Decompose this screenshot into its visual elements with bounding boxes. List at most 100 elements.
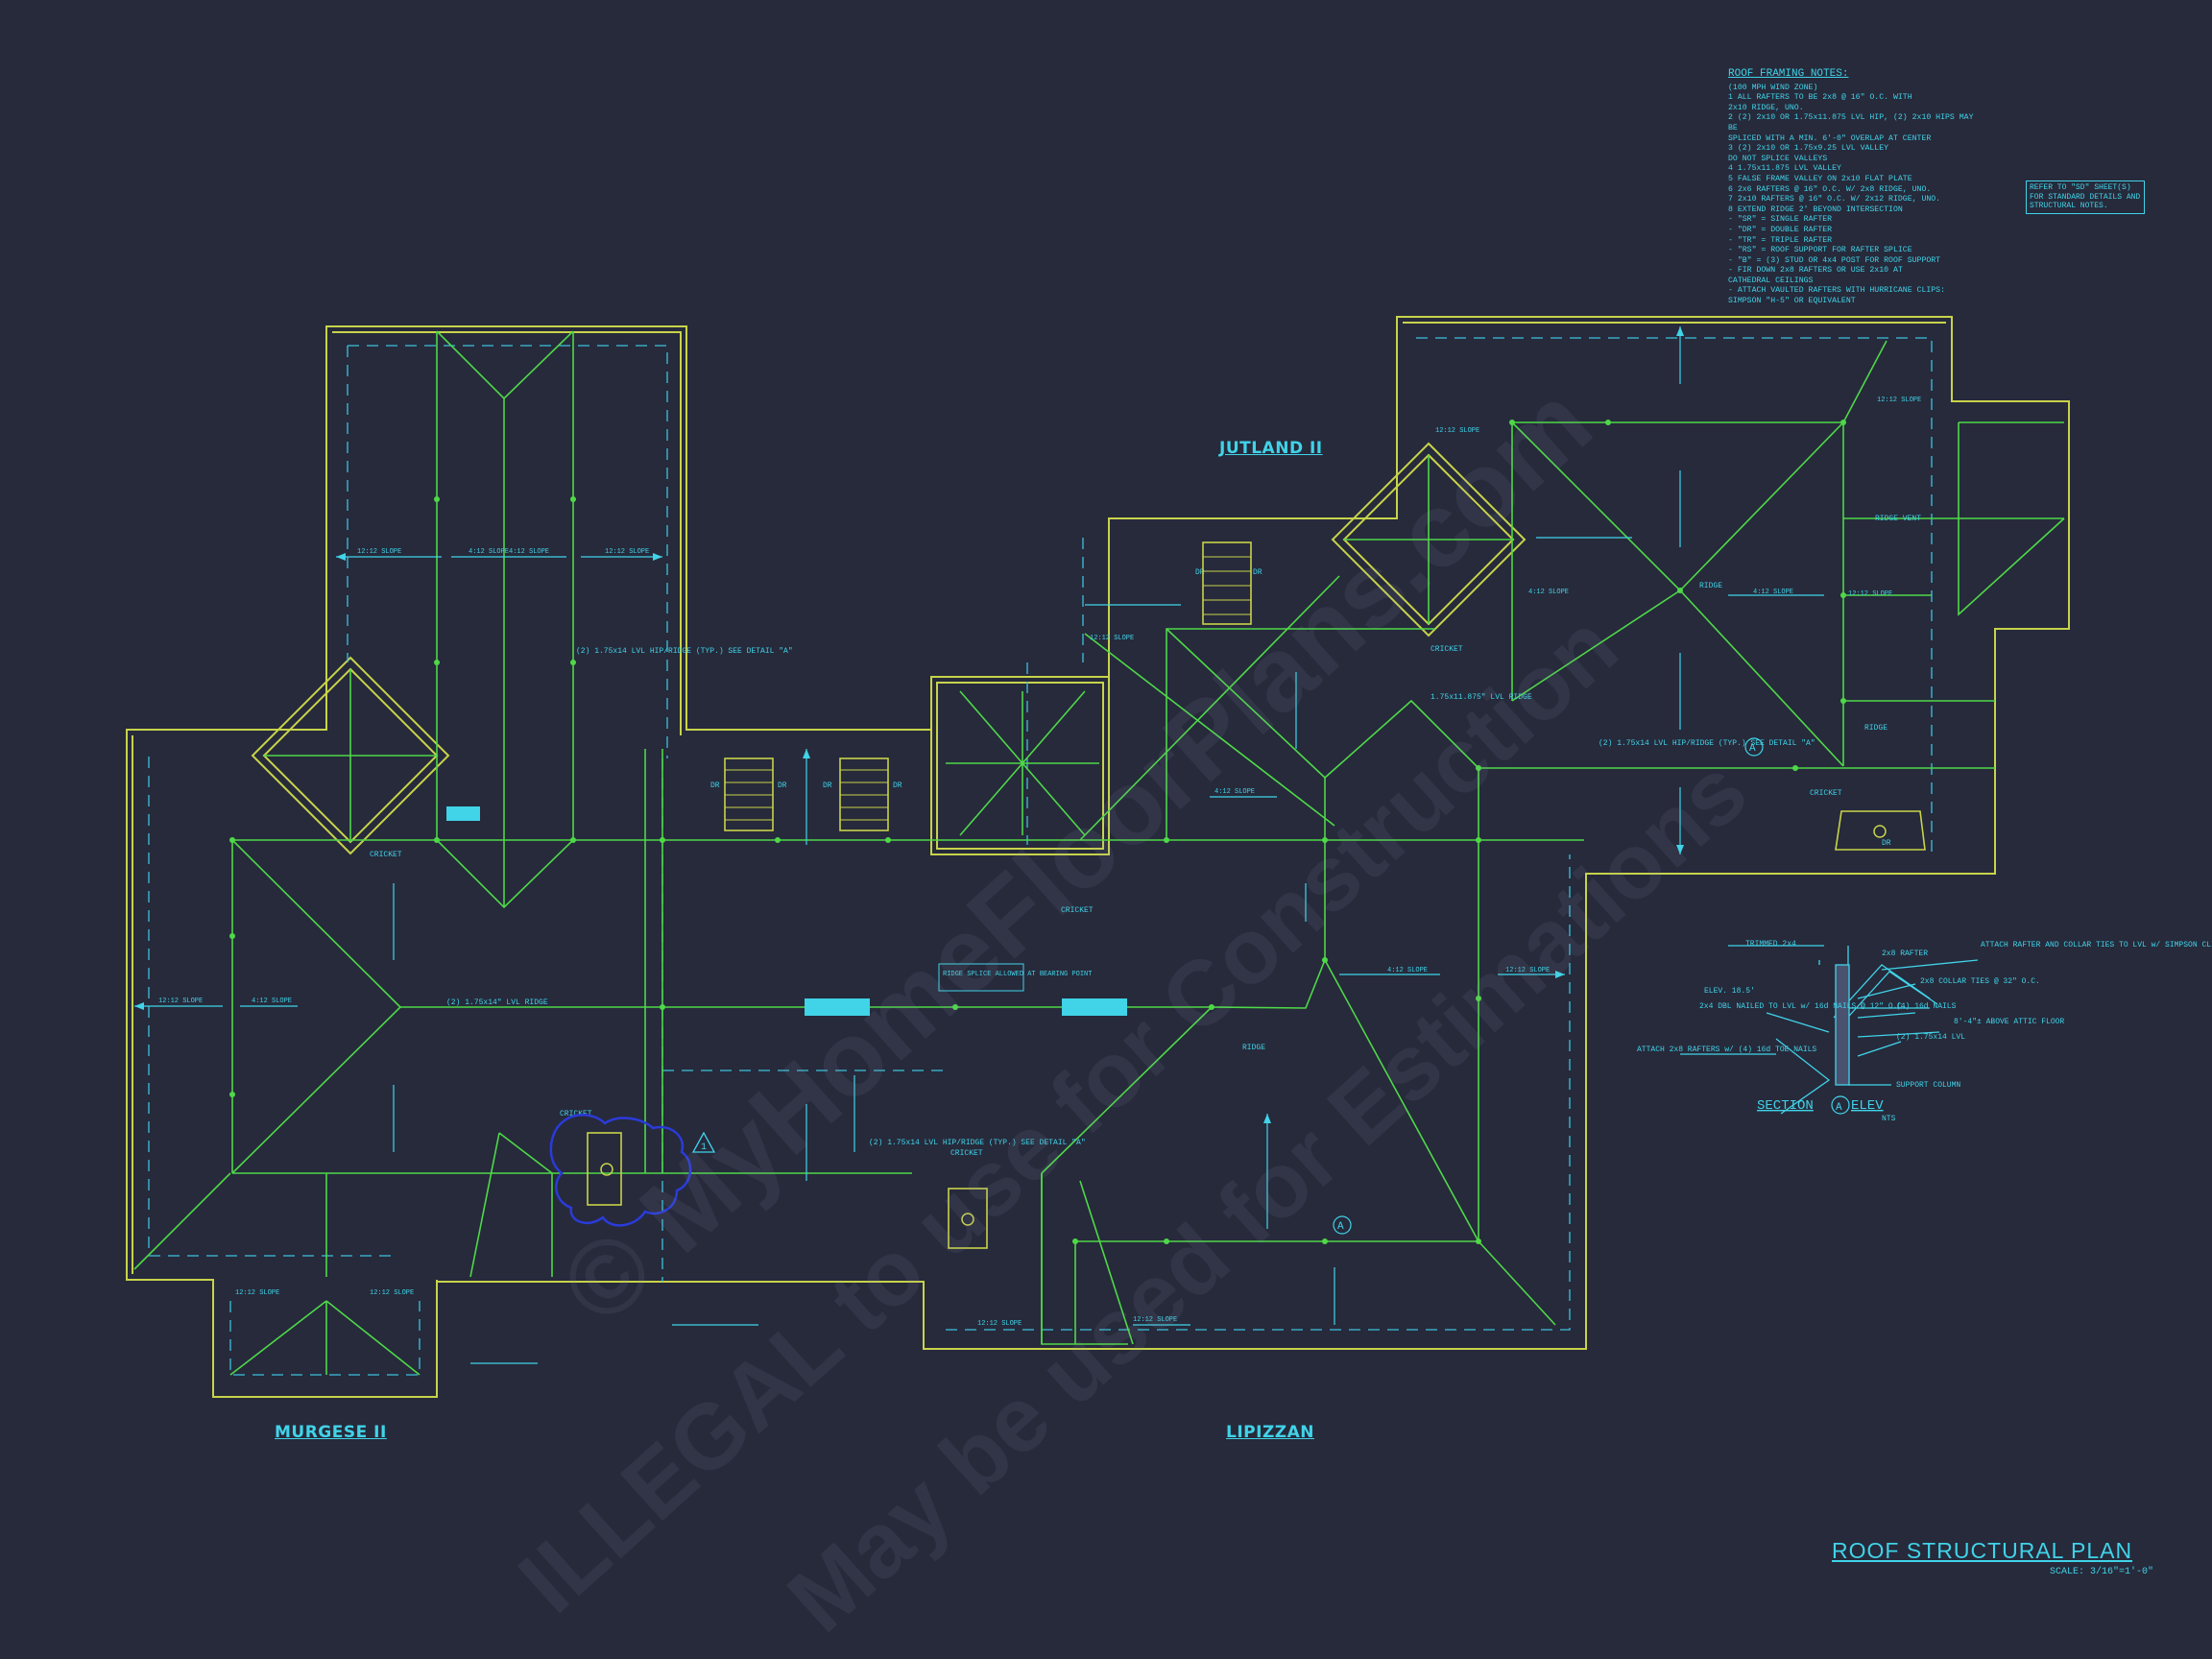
notes-line: 5 FALSE FRAME VALLEY ON 2x10 FLAT PLATE (1728, 174, 1912, 183)
notes-line: - "RS" = ROOF SUPPORT FOR RAFTER SPLICE (1728, 246, 1912, 255)
slope-label: 12:12 SLOPE (1435, 427, 1479, 435)
dr-label: DR (1253, 568, 1262, 577)
hip-ridge-note: (2) 1.75x14 LVL HIP/RIDGE (TYP.) SEE DET… (576, 647, 793, 656)
hip-ridge-note: (2) 1.75x14 LVL HIP/RIDGE (TYP.) SEE DET… (869, 1139, 1086, 1147)
framing-members (133, 330, 2065, 1376)
lvl-ridge-label: 1.75x11.875" LVL RIDGE (1431, 693, 1532, 702)
notes-line: SIMPSON "H-5" OR EQUIVALENT (1728, 297, 1856, 306)
notes-line: - "DR" = DOUBLE RAFTER (1728, 225, 1833, 234)
section-marker-a: A (1749, 743, 1756, 755)
cricket-label: CRICKET (1061, 906, 1094, 915)
notes-line: - "SR" = SINGLE RAFTER (1728, 215, 1833, 225)
section-markers (1333, 737, 1764, 1235)
notes-line: 8 EXTEND RIDGE 2' BEYOND INTERSECTION (1728, 204, 1903, 214)
slope-label: 4:12 SLOPE (509, 548, 549, 556)
slope-label: 12:12 SLOPE (1090, 635, 1134, 642)
nails-label: (4) 16d NAILS (1896, 1002, 1957, 1011)
ridge-splice-tag: RIDGE SPLICE ALLOWED AT BEARING POINT (446, 806, 1127, 1016)
slope-label: 4:12 SLOPE (252, 998, 292, 1005)
notes-line: - "B" = (3) STUD OR 4x4 POST FOR ROOF SU… (1728, 255, 1941, 265)
slope-label: 12:12 SLOPE (370, 1289, 414, 1297)
dr-label: DR (893, 781, 902, 790)
section-title-marker: A (1836, 1102, 1842, 1114)
slope-label: 12:12 SLOPE (1848, 590, 1892, 598)
slope-label: 12:12 SLOPE (1877, 397, 1921, 404)
slope-label: 12:12 SLOPE (605, 548, 649, 556)
sheet-scale: SCALE: 3/16"=1'-0" (2050, 1567, 2154, 1577)
notes-line: 4 1.75x11.875 LVL VALLEY (1728, 164, 1841, 174)
slope-label: 4:12 SLOPE (1753, 589, 1793, 596)
slope-label: 12:12 SLOPE (1133, 1316, 1177, 1324)
notes-line: - ATTACH VAULTED RAFTERS WITH HURRICANE … (1728, 286, 1946, 296)
above-attic-label: 8'-4"± ABOVE ATTIC FLOOR (1954, 1018, 2064, 1026)
warning-triangle: 1 (691, 1131, 716, 1153)
notes-line: 2 (2) 2x10 OR 1.75x11.875 LVL HIP, (2) 2… (1728, 113, 1974, 132)
slope-label: 12:12 SLOPE (158, 998, 203, 1005)
vent-circles (600, 825, 1887, 1226)
lvl-label: (2) 1.75x14 LVL (1896, 1033, 1965, 1042)
rafter-label: 2x8 RAFTER (1882, 950, 1928, 958)
roof-openings (587, 541, 1926, 1249)
ridge-vent-label: RIDGE VENT (1875, 515, 1921, 523)
slope-arrows (134, 326, 1824, 1364)
section-detail (1680, 945, 1979, 1115)
notes-line: DO NOT SPLICE VALLEYS (1728, 154, 1828, 163)
dr-label: DR (1195, 568, 1205, 577)
ridge-splice-text: RIDGE SPLICE ALLOWED AT BEARING POINT (943, 971, 1092, 978)
cricket-label: CRICKET (1431, 645, 1463, 654)
slope-label: 12:12 SLOPE (977, 1320, 1022, 1328)
slope-label: 12:12 SLOPE (1505, 967, 1550, 974)
notes-line: 3 (2) 2x10 OR 1.75x9.25 LVL VALLEY (1728, 144, 1889, 154)
support-label: SUPPORT COLUMN (1896, 1081, 1960, 1090)
dbl-nailed-label: 2x4 DBL NAILED TO LVL w/ 16d NAILS @ 12"… (1699, 1002, 1907, 1011)
section-marker-a: A (1337, 1221, 1344, 1233)
house-name-lipizzan: LIPIZZAN (1226, 1423, 1314, 1442)
notes-line: 2x10 RIDGE, UNO. (1728, 103, 1804, 112)
notes-line: SPLICED WITH A MIN. 6'-0" OVERLAP AT CEN… (1728, 133, 1932, 143)
section-title-text: SECTION (1757, 1098, 1814, 1114)
plan-text: (2) 1.75x14" LVL RIDGE (2) 1.75x14 LVL H… (370, 515, 1921, 1158)
house-name-jutland: JUTLAND II (1219, 439, 1323, 458)
slope-label: 4:12 SLOPE (1387, 967, 1428, 974)
roof-framing-notes: ROOF FRAMING NOTES: (100 MPH WIND ZONE) … (1728, 69, 1978, 307)
attach-rafter-label: ATTACH RAFTER AND COLLAR TIES TO LVL w/ … (1981, 941, 2212, 950)
revision-cloud (549, 1114, 692, 1227)
framing-nodes (229, 420, 1846, 1244)
notes-line: (100 MPH WIND ZONE) (1728, 83, 1818, 92)
cricket-label: CRICKET (1810, 789, 1842, 798)
ridge-label: (2) 1.75x14" LVL RIDGE (446, 998, 548, 1007)
slope-text: 12:12 SLOPE 4:12 SLOPE 4:12 SLOPE 12:12 … (158, 397, 1921, 1328)
cricket-label: CRICKET (560, 1110, 592, 1118)
arrow-heads (134, 326, 1684, 1123)
dr-label: DR (1882, 839, 1891, 848)
section-marker-text: A A (1337, 743, 1756, 1233)
slope-label: 4:12 SLOPE (1528, 589, 1569, 596)
section-title-suffix: ELEV (1851, 1098, 1884, 1114)
notes-line: 7 2x10 RAFTERS @ 16" O.C. W/ 2x12 RIDGE,… (1728, 195, 1941, 204)
collar-label: 2x8 COLLAR TIES @ 32" O.C. (1920, 977, 2040, 986)
section-title: SECTION A ELEV NTS (1757, 1095, 1896, 1123)
notes-line: - "TR" = TRIPLE RAFTER (1728, 235, 1833, 245)
notes-line: CATHEDRAL CEILINGS (1728, 276, 1814, 285)
svg-text:1: 1 (701, 1142, 707, 1153)
dr-label: DR (710, 781, 720, 790)
elev-label: ELEV. 18.5' (1704, 987, 1755, 996)
ridge-label: RIDGE (1699, 582, 1722, 590)
building-outline (126, 316, 2070, 1398)
slope-label: 12:12 SLOPE (357, 548, 401, 556)
dr-label: DR (778, 781, 787, 790)
notes-line: - FIR DOWN 2x8 RAFTERS OR USE 2x10 AT (1728, 266, 1903, 276)
slope-label: 4:12 SLOPE (469, 548, 509, 556)
notes-line: 1 ALL RAFTERS TO BE 2x8 @ 16" O.C. WITH (1728, 93, 1912, 103)
reference-note: REFER TO "SD" SHEET(S) FOR STANDARD DETA… (2026, 180, 2145, 214)
house-name-murgese: MURGESE II (275, 1423, 387, 1442)
section-nts: NTS (1882, 1115, 1896, 1123)
trimmed-label: TRIMMED 2x4 (1745, 940, 1796, 949)
opening-hatch (725, 556, 1251, 821)
notes-title: ROOF FRAMING NOTES: (1728, 68, 1849, 80)
hip-ridge-note: (2) 1.75x14 LVL HIP/RIDGE (TYP.) SEE DET… (1599, 739, 1815, 748)
notes-line: 6 2x6 RAFTERS @ 16" O.C. W/ 2x8 RIDGE, U… (1728, 184, 1932, 194)
dr-label: DR (823, 781, 832, 790)
